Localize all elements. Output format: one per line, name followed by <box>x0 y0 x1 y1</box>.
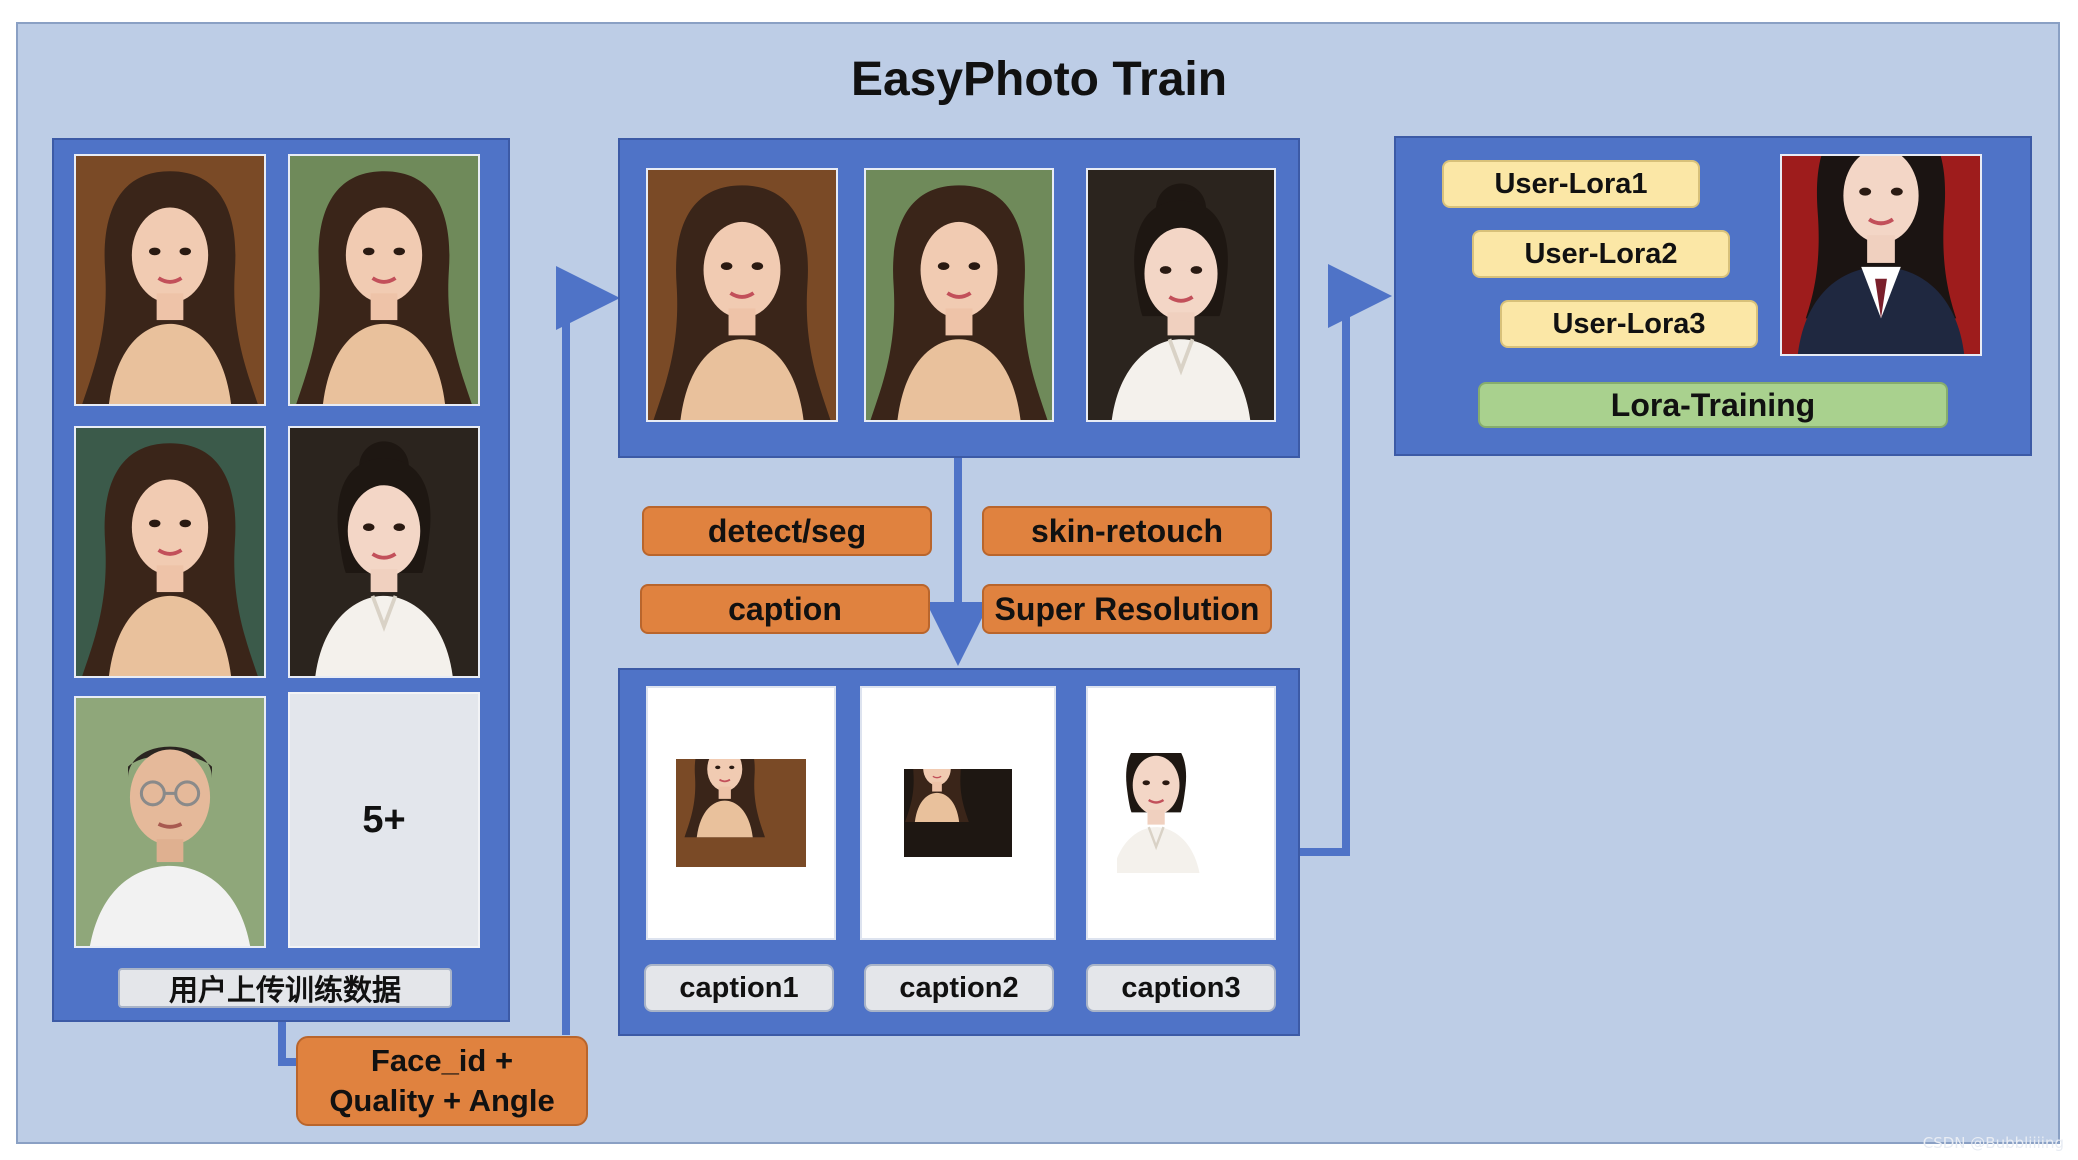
generated-id-photo <box>1780 154 1982 356</box>
upload-photo-1 <box>74 154 266 406</box>
crop-caption-2: caption2 <box>864 964 1054 1012</box>
upload-photo-2 <box>288 154 480 406</box>
lora-training-bar: Lora-Training <box>1478 382 1948 428</box>
step-detect-seg: detect/seg <box>642 506 932 556</box>
step-super-resolution: Super Resolution <box>982 584 1272 634</box>
face-filter-line-1: Face_id + <box>370 1042 514 1078</box>
cropped-face-2 <box>860 686 1056 940</box>
crop-caption-1: caption1 <box>644 964 834 1012</box>
upload-photo-5 <box>74 696 266 948</box>
diagram-title: EasyPhoto Train <box>850 53 1228 106</box>
face-filter-box: Face_id + Quality + Angle <box>296 1036 588 1126</box>
cropped-face-1 <box>646 686 836 940</box>
upload-photo-3 <box>74 426 266 678</box>
selected-photo-1 <box>646 168 838 422</box>
cropped-face-3 <box>1086 686 1276 940</box>
user-lora-3: User-Lora3 <box>1500 300 1758 348</box>
selected-photo-3 <box>1086 168 1276 422</box>
face-filter-line-2: Quality + Angle <box>329 1083 555 1118</box>
upload-photo-4 <box>288 426 480 678</box>
selected-photo-2 <box>864 168 1054 422</box>
upload-caption: 用户上传训练数据 <box>118 968 452 1008</box>
step-skin-retouch: skin-retouch <box>982 506 1272 556</box>
more-photos-tile: 5+ <box>288 692 480 948</box>
user-lora-2: User-Lora2 <box>1472 230 1730 278</box>
crop-caption-3: caption3 <box>1086 964 1276 1012</box>
user-lora-1: User-Lora1 <box>1442 160 1700 208</box>
watermark: CSDN @Bubbliiiing <box>1922 1134 2064 1152</box>
step-caption: caption <box>640 584 930 634</box>
